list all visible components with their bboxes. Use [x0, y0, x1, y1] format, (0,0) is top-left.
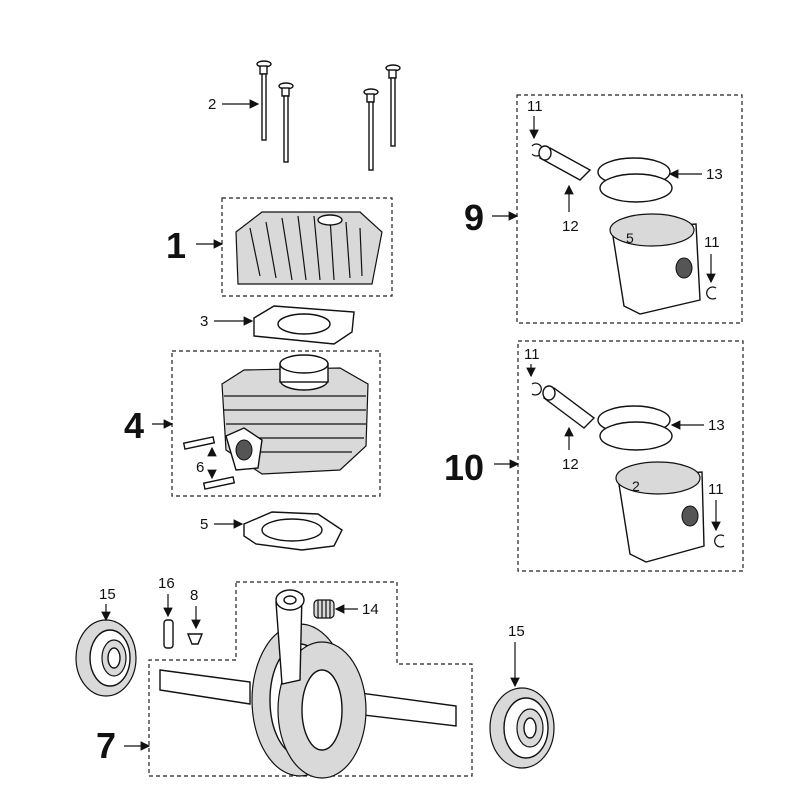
callout-12-a: 12	[562, 218, 579, 235]
callout-1: 1	[166, 225, 186, 266]
piston-rings	[597, 405, 673, 451]
circlip	[706, 286, 717, 300]
piston-pin	[538, 145, 592, 181]
callout-6: 6	[196, 459, 204, 476]
pin	[163, 619, 174, 649]
callout-10: 10	[444, 447, 484, 488]
callout-7: 7	[96, 725, 116, 766]
cylinder	[221, 354, 369, 475]
piston-rings	[597, 157, 673, 203]
needle-bearing	[313, 599, 335, 619]
crankshaft-box	[148, 581, 473, 777]
crankshaft	[159, 589, 457, 779]
base-gasket	[243, 511, 343, 551]
callout-2: 2	[208, 96, 216, 113]
bolt	[278, 82, 294, 163]
callout-11-a: 11	[527, 98, 543, 115]
piston-kit-9: 5	[531, 143, 717, 315]
callout-11-b: 11	[704, 234, 720, 251]
piston-mark-10: 2	[632, 478, 640, 494]
circlip	[714, 534, 725, 548]
piston-pin	[542, 385, 596, 429]
piston-kit-10-box	[517, 340, 744, 572]
callout-9: 9	[464, 197, 484, 238]
callout-4: 4	[124, 405, 144, 446]
bolt	[385, 64, 401, 147]
callout-15-b: 15	[508, 623, 525, 640]
cylinder-studs	[182, 436, 236, 490]
circlip	[531, 382, 542, 396]
callout-13-a: 13	[706, 166, 723, 183]
head-bolts	[256, 60, 401, 171]
head-gasket	[253, 305, 355, 345]
piston-kit-9-box	[516, 94, 743, 324]
callout-5: 5	[200, 516, 208, 533]
piston-mark-9: 5	[626, 230, 634, 246]
piston: 5	[609, 213, 701, 315]
callout-3: 3	[200, 313, 208, 330]
callout-13-b: 13	[708, 417, 725, 434]
connecting-rod	[275, 589, 305, 685]
callout-15-a: 15	[99, 586, 116, 603]
woodruff-key	[186, 633, 204, 645]
cylinder-head	[235, 211, 383, 285]
callout-11-d: 11	[708, 481, 724, 498]
ball-bearing-right	[489, 687, 555, 769]
callout-14: 14	[362, 601, 379, 618]
callout-8: 8	[190, 587, 198, 604]
callout-16: 16	[158, 575, 175, 592]
callout-11-c: 11	[524, 346, 540, 363]
ball-bearing-left	[75, 619, 137, 697]
callout-12-b: 12	[562, 456, 579, 473]
bolt	[256, 60, 272, 141]
bolt	[363, 88, 379, 171]
piston: 2	[615, 461, 705, 563]
piston-kit-10: 2	[531, 382, 725, 563]
